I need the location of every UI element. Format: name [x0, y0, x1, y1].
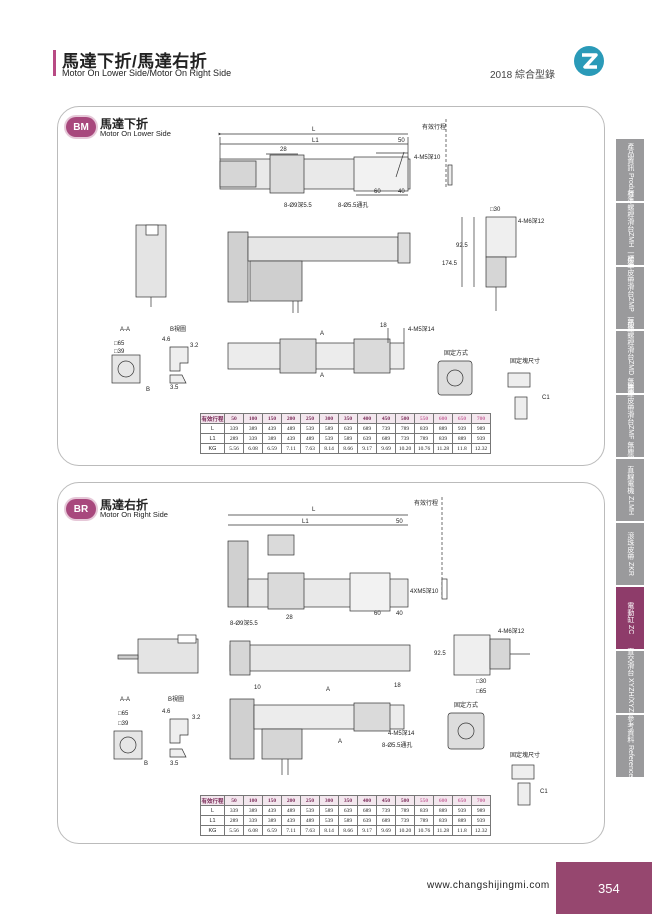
dim-stroke: 有效行程: [414, 499, 438, 507]
dim-m5-10: 4-M5深10: [414, 153, 441, 161]
sidebar-item-zmf[interactable]: 無塵皮帶滑台ZMF 無塵運動: [616, 383, 644, 469]
dim-m5-10: 4XM5深10: [410, 587, 439, 595]
dim-m5-14: 4-M5深14: [408, 325, 435, 333]
dim-65: □65: [476, 689, 487, 695]
dim-l1: L1: [312, 138, 319, 144]
section-panel-bm: BM 馬達下折 Motor On Lower Side: [57, 106, 605, 466]
section-subtitle: Motor On Right Side: [100, 510, 168, 519]
company-logo-icon: [574, 46, 604, 76]
header-accent-bar: [53, 50, 56, 76]
drawing-bm: L L1 50 有效行程 28 4-M5深10 60 40 8-Ø9深5.5 8…: [111, 119, 550, 420]
sidebar-item-zc[interactable]: 電動缸 ZC: [616, 587, 644, 649]
sidebar-item-zmp[interactable]: 標準皮帶滑台ZMP 一般運動: [616, 255, 644, 341]
dim-40: 40: [398, 189, 405, 195]
label-aa: A-A: [120, 327, 130, 333]
dim-4-6: 4.6: [162, 337, 171, 343]
sidebar-item-zlmh[interactable]: 直線電機 ZLMH: [616, 459, 644, 521]
dim-hole2: 8-Ø5.5通孔: [382, 741, 412, 749]
dim-3-5: 3.5: [170, 385, 179, 391]
dim-18: 18: [394, 683, 401, 689]
dim-65-aa: □65: [118, 711, 129, 717]
label-a-bottom: A: [320, 373, 324, 379]
dim-m6-12: 4-M6深12: [518, 217, 545, 225]
dim-hole1: 8-Ø9深5.5: [230, 619, 258, 627]
dim-l1: L1: [302, 519, 309, 525]
label-bview: B視圖: [170, 325, 186, 333]
dim-stroke: 有效行程: [422, 123, 446, 131]
label-aa: A-A: [120, 697, 130, 703]
label-b: B: [146, 387, 150, 393]
section-badge: BM: [66, 117, 96, 137]
section-title: 馬達下折: [100, 117, 149, 131]
sidebar: 產品資訊 Product 標準螺桿滑台ZMH 一般運動 標準皮帶滑台ZMP 一般…: [616, 139, 644, 779]
dim-65: □65: [114, 341, 125, 347]
sidebar-item-zmd[interactable]: 無塵螺桿滑台ZMD 無塵運動: [616, 318, 644, 406]
dim-4-6: 4.6: [162, 709, 171, 715]
dim-l: L: [312, 127, 316, 133]
dim-3-5: 3.5: [170, 761, 179, 767]
dim-50: 50: [396, 519, 403, 525]
catalog-label: 2018 綜合型錄: [490, 70, 556, 81]
dim-hole1: 8-Ø9深5.5: [284, 201, 312, 209]
dim-l: L: [312, 507, 316, 513]
label-fixdim: 固定塊尺寸: [510, 751, 540, 759]
drawing-br: L L1 50 有效行程 4XM5深10 28 8-Ø9深5.5 60 40 4…: [113, 497, 548, 806]
section-panel-br: BR 馬達右折 Motor On Right Side: [57, 482, 605, 844]
dim-39: □39: [114, 349, 125, 355]
sidebar-item-zkr[interactable]: 滾珠皮帶 ZKR: [616, 523, 644, 585]
dim-60: 60: [374, 611, 381, 617]
label-a-top: A: [326, 687, 330, 693]
dim-39: □39: [118, 721, 129, 727]
dim-50: 50: [398, 138, 405, 144]
dim-30: □30: [490, 207, 501, 213]
sidebar-item-xyz[interactable]: 直交滑台 XYZH/XYZP: [616, 648, 644, 716]
section-subtitle: Motor On Lower Side: [100, 129, 171, 138]
dim-10: 10: [254, 685, 261, 691]
page-subtitle: Motor On Lower Side/Motor On Right Side: [62, 68, 232, 78]
dim-18: 18: [380, 323, 387, 329]
dim-3-2: 3.2: [190, 343, 199, 349]
dim-40: 40: [396, 611, 403, 617]
label-fix: 固定方式: [454, 701, 478, 709]
dim-92: 92.5: [434, 651, 446, 657]
footer-url[interactable]: www.changshijingmi.com: [427, 880, 550, 891]
dim-3-2: 3.2: [192, 715, 201, 721]
dim-30: □30: [476, 679, 487, 685]
label-b: B: [144, 761, 148, 767]
dim-92: 92.5: [456, 243, 468, 249]
label-a-bottom: A: [338, 739, 342, 745]
dim-60: 60: [374, 189, 381, 195]
section-badge: BR: [66, 499, 96, 519]
dim-174: 174.5: [442, 261, 458, 267]
label-a-top: A: [320, 331, 324, 337]
page-title: 馬達下折/馬達右折: [62, 52, 208, 71]
page-number-tab: 354: [556, 862, 652, 914]
label-c1: C1: [542, 395, 550, 401]
section-title: 馬達右折: [100, 498, 149, 512]
dim-m5-14: 4-M5深14: [388, 729, 415, 737]
dim-m6-12: 4-M6深12: [498, 627, 525, 635]
dim-hole2: 8-Ø5.5通孔: [338, 201, 368, 209]
sidebar-item-reference[interactable]: 參考資料 Reference: [616, 715, 644, 777]
label-bview: B視圖: [168, 695, 184, 703]
dim-28: 28: [280, 147, 287, 153]
sidebar-item-product[interactable]: 產品資訊 Product: [616, 139, 644, 201]
page-number: 354: [598, 880, 620, 896]
label-c1: C1: [540, 789, 548, 795]
dim-28: 28: [286, 615, 293, 621]
sidebar-item-zmh[interactable]: 標準螺桿滑台ZMH 一般運動: [616, 190, 644, 278]
label-fix: 固定方式: [444, 349, 468, 357]
label-fixdim: 固定塊尺寸: [510, 357, 540, 365]
